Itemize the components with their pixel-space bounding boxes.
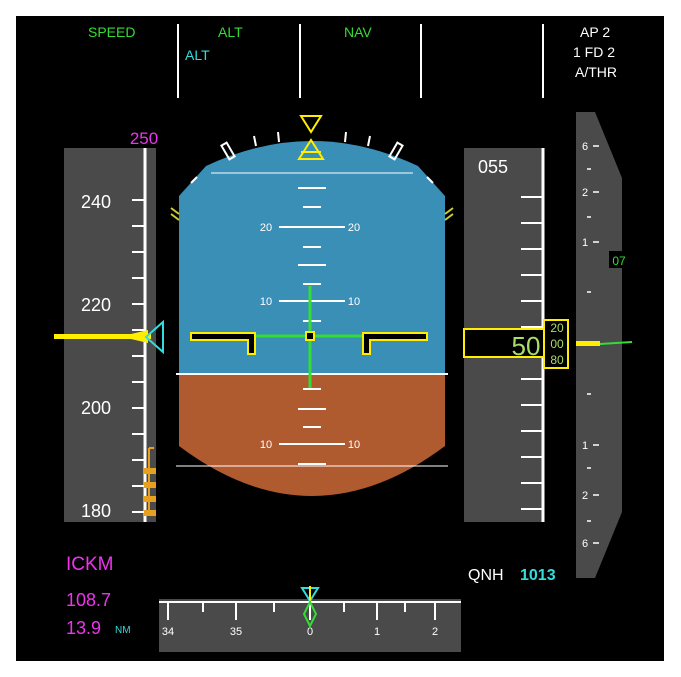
vs-indicator: 07 [612,254,626,268]
target-speed: 250 [130,129,158,148]
stall-band [144,510,156,516]
pitch-label: 10 [348,439,360,451]
baro-value[interactable]: 1013 [520,567,556,584]
fma-nav-mode: NAV [344,24,372,40]
speed-reference-line [54,334,151,339]
roll-pointer-icon [299,115,323,134]
sideslip-index-icon [297,138,325,160]
nav-ident: ICKM [66,554,114,575]
altitude-readout-box [463,328,545,358]
pitch-label: 20 [260,222,272,234]
pitch-label: 10 [260,296,272,308]
heading-label: 35 [230,626,242,638]
stall-band [144,496,156,502]
fma-alt-mode: ALT [218,24,243,40]
aircraft-center-dot [305,331,315,341]
altitude-drum-upper: 20 [550,321,564,335]
pitch-label: 10 [348,296,360,308]
roll-limit-marker [444,213,454,221]
fma-divider [177,24,179,98]
roll-scale [190,131,434,184]
fma-flight-director: 1 FD 2 [573,44,616,60]
heading-ticks [167,602,436,620]
aircraft-wing-right [362,332,428,355]
vs-label: 2 [582,490,588,502]
track-diamond-icon [302,599,318,629]
fma-autopilot: AP 2 [580,24,611,40]
vs-label: 1 [582,237,588,249]
roll-limit-marker [170,213,180,221]
vs-label: 6 [582,538,588,550]
altitude-drum-mid: 00 [550,337,564,351]
fma-divider [420,24,422,98]
aircraft-wing-left [190,332,256,355]
heading-label: 34 [162,626,174,638]
attitude-indicator [179,141,445,496]
primary-flight-display: SPEED ALT ALT NAV AP 2 1 FD 2 A/THR 250 … [16,16,664,661]
stall-band [144,482,156,488]
speed-label: 200 [81,398,111,418]
roll-limit-marker [170,207,180,215]
roll-limit-marker [444,207,454,215]
vs-label: 1 [582,440,588,452]
nav-frequency: 108.7 [66,590,112,610]
vs-ticks [587,145,599,544]
vs-label: 2 [582,187,588,199]
pfd-graphics: 250 240 220 200 180 [54,112,633,652]
speed-label: 240 [81,192,111,212]
fma-divider [542,24,544,98]
speed-target-marker [144,319,164,355]
heading-label: 1 [374,626,380,638]
altitude-readout: 50 [512,331,541,361]
fma-autothrust: A/THR [575,64,617,80]
nav-distance: 13.9 [66,618,102,638]
altitude-drum-lower: 80 [550,353,564,367]
nav-distance-unit: NM [115,625,131,636]
pitch-ladder [279,187,345,465]
baro-label: QNH [468,567,504,584]
speed-label: 220 [81,295,111,315]
vs-reference-line [576,341,600,346]
speed-trend-arrow [131,330,148,343]
stall-band [144,468,156,474]
fma-alt-armed: ALT [185,47,210,63]
fma-speed-mode: SPEED [88,24,136,40]
pitch-label: 10 [260,439,272,451]
vs-indicator-box [609,251,631,268]
heading-label: 0 [307,626,313,638]
heading-label: 2 [432,626,438,638]
vs-label: 6 [582,141,588,153]
speed-ticks [132,199,145,513]
vs-needle [599,341,633,345]
fma-divider [299,24,301,98]
selected-altitude: 055 [478,157,508,177]
ground [179,374,445,496]
speed-label: 180 [81,501,111,521]
altitude-drum-box [543,319,569,369]
pitch-label: 20 [348,222,360,234]
